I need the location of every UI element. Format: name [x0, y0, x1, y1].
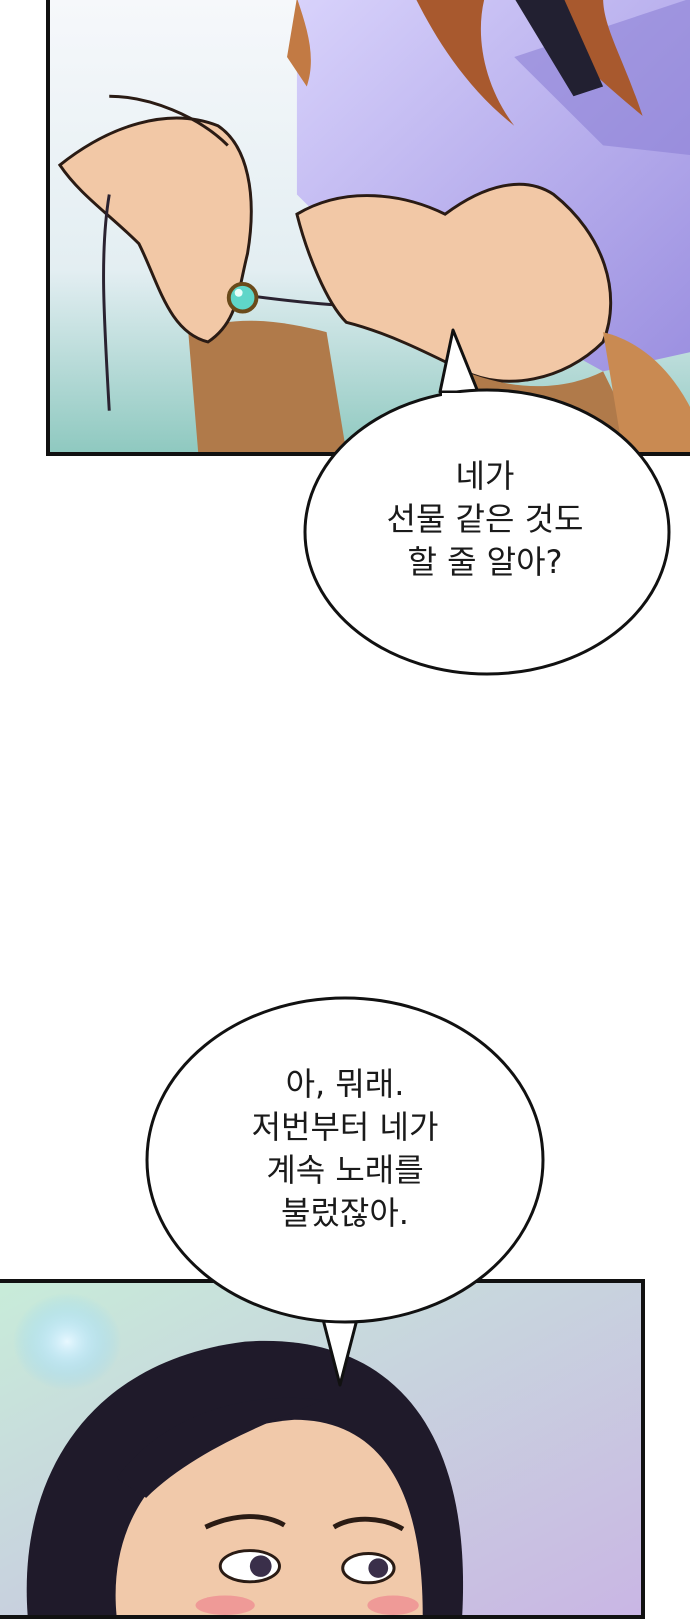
- speech-bubble-top-text: 네가 선물 같은 것도 할 줄 알아?: [330, 455, 640, 584]
- dark-haired-character-illustration: [0, 1283, 641, 1615]
- speech-line: 불렀잖아.: [281, 1194, 409, 1232]
- speech-line: 할 줄 알아?: [407, 543, 563, 581]
- speech-line: 선물 같은 것도: [386, 500, 584, 538]
- comic-panel-bottom: [0, 1279, 645, 1619]
- speech-line: 계속 노래를: [266, 1151, 424, 1189]
- comic-panel-top: [46, 0, 690, 456]
- speech-bubble-bottom-text: 아, 뭐래. 저번부터 네가 계속 노래를 불렀잖아.: [180, 1063, 510, 1235]
- hands-with-bracelet-illustration: [50, 0, 690, 452]
- speech-line: 네가: [455, 457, 515, 495]
- speech-line: 아, 뭐래.: [285, 1065, 405, 1103]
- speech-line: 저번부터 네가: [251, 1108, 439, 1146]
